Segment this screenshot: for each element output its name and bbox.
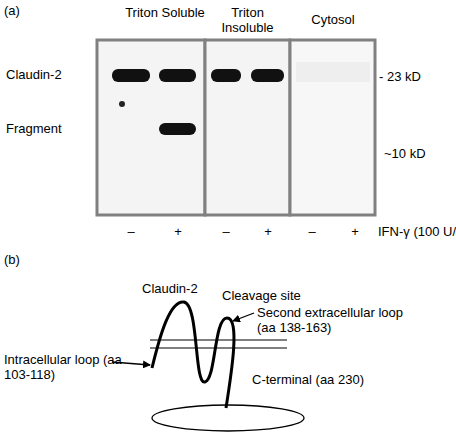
blot-band [112, 69, 150, 82]
figure-label: Triton Soluble [125, 5, 205, 20]
figure-label: + [171, 224, 185, 239]
figure-label: – [219, 224, 233, 239]
c-terminal-ellipse [152, 405, 304, 431]
protein-chain [152, 302, 234, 408]
figure-label: – [124, 224, 138, 239]
figure-label: (b) [4, 252, 20, 267]
blot-panel [97, 40, 205, 215]
blot-band [211, 69, 241, 82]
blot-band [251, 69, 284, 82]
blot-speck [119, 101, 125, 107]
membrane-line [150, 347, 287, 348]
figure-label: Claudin-2 [6, 67, 62, 82]
blot-panel [290, 40, 375, 215]
figure-label: + [348, 224, 362, 239]
blot-band [159, 123, 196, 135]
figure-label: (a) [4, 3, 20, 18]
membrane-line [150, 339, 287, 340]
figure-label: - 23 kD [379, 69, 421, 84]
figure-label: ~10 kD [384, 146, 426, 161]
blot-smear [296, 62, 370, 82]
figure-label: Cleavage site [222, 288, 301, 303]
figure-label: Claudin-2 [142, 281, 198, 296]
figure-label: – [305, 224, 319, 239]
figure-label: IFN-γ (100 U/ml) [378, 224, 456, 239]
figure-label: + [261, 224, 275, 239]
figure-label: Fragment [6, 121, 62, 136]
figure-label: Triton Insoluble [205, 5, 290, 35]
figure-label: C-terminal (aa 230) [252, 372, 364, 387]
figure-label: Cytosol [298, 12, 368, 27]
figure-label: Second extracellular loop (aa 138-163) [257, 305, 422, 335]
blot-band [159, 69, 196, 82]
blot-panel [205, 40, 290, 215]
leader-arrow [233, 313, 254, 321]
figure-label: Intracellular loop (aa 103-118) [4, 352, 124, 382]
